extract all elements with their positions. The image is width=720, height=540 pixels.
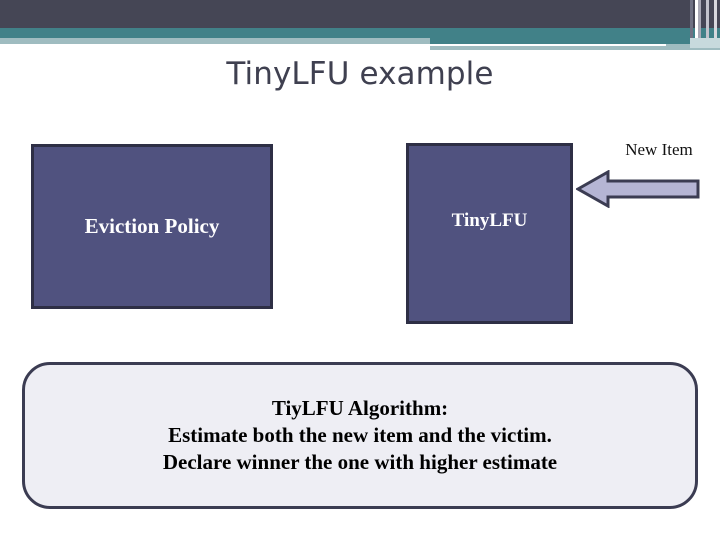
header-stripe-1 <box>690 0 693 46</box>
header-banner-decoration <box>0 0 720 50</box>
header-band-teal-right <box>430 38 720 44</box>
header-band-pale-left <box>0 38 430 44</box>
header-band-dark <box>0 0 720 28</box>
tinylfu-label: TinyLFU <box>451 210 528 231</box>
header-stripe-5 <box>714 0 717 44</box>
header-band-white-sliver <box>430 44 666 46</box>
left-arrow-icon <box>574 169 700 209</box>
header-band-pale-right <box>430 44 720 50</box>
page-title: TinyLFU example <box>226 56 494 92</box>
header-band-white-notch <box>0 44 430 50</box>
header-stripe-lower-block <box>690 38 720 48</box>
eviction-policy-label: Eviction Policy <box>84 214 220 238</box>
tinylfu-box: TinyLFU <box>406 143 573 324</box>
eviction-policy-box: Eviction Policy <box>31 144 273 309</box>
algorithm-line-3: Declare winner the one with higher estim… <box>162 450 558 475</box>
new-item-arrow-icon <box>574 169 700 209</box>
algorithm-line-2: Estimate both the new item and the victi… <box>168 422 552 447</box>
new-item-label: New Item <box>625 140 693 159</box>
header-band-teal <box>0 28 720 38</box>
header-stripe-2 <box>695 0 698 46</box>
header-stripe-4 <box>706 0 709 44</box>
left-arrow-shape <box>574 169 700 209</box>
algorithm-line-1: TiyLFU Algorithm: <box>271 395 449 420</box>
header-stripe-3 <box>698 0 701 46</box>
algorithm-callout: TiyLFU Algorithm: Estimate both the new … <box>22 362 698 509</box>
